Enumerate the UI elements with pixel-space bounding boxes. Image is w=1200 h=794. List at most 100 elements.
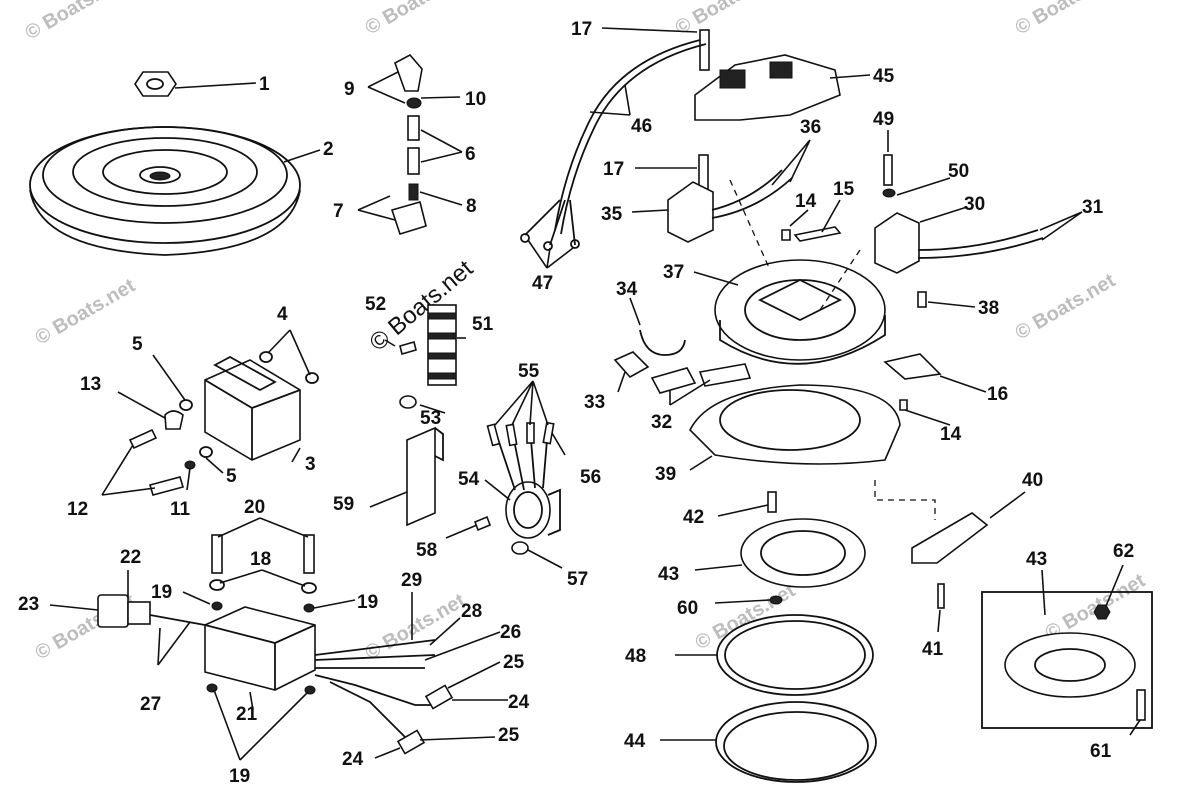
part-54-module (505, 481, 561, 539)
part-49-50-screw (882, 154, 896, 198)
label-8: 8 (466, 196, 477, 217)
label-33: 33 (584, 392, 605, 413)
part-53-screw (399, 395, 417, 409)
part-30-31-coil (874, 212, 1044, 274)
part-44-ring (715, 701, 877, 783)
watermarks: © Boats.net © Boats.net © Boats.net © Bo… (22, 0, 1150, 664)
label-61: 61 (1090, 741, 1112, 762)
label-54: 54 (458, 469, 480, 490)
part-60-washer (769, 595, 783, 605)
part-43-retainer (740, 518, 866, 588)
part-38-screw (917, 291, 927, 308)
label-13: 13 (80, 374, 101, 395)
label-15: 15 (833, 179, 855, 200)
part-57-screw (511, 541, 529, 555)
label-18: 18 (250, 549, 271, 570)
part-2-flywheel (29, 126, 301, 256)
label-26: 26 (500, 622, 521, 643)
part-40-magnet (911, 512, 989, 564)
part-16-bracket (883, 353, 942, 380)
part-11-lockwasher (184, 460, 196, 470)
label-32: 32 (651, 412, 672, 433)
part-20-screws (211, 534, 315, 574)
label-60: 60 (677, 598, 698, 619)
part-46-harness (524, 39, 707, 246)
part-47-terminals (520, 233, 580, 251)
label-38: 38 (978, 298, 999, 319)
label-17b: 17 (603, 159, 624, 180)
label-42: 42 (683, 507, 704, 528)
label-45: 45 (873, 66, 895, 87)
label-41: 41 (922, 639, 944, 660)
watermark-text: © Boats.net (1012, 269, 1120, 344)
label-24b: 24 (342, 749, 364, 770)
part-45-sensor (694, 54, 841, 121)
label-58: 58 (416, 540, 437, 561)
part-55-56-leads (486, 421, 555, 491)
part-58-screw (473, 515, 492, 532)
label-19c: 19 (229, 766, 250, 787)
label-14b: 14 (940, 424, 962, 445)
part-37-stator (714, 259, 886, 365)
label-12: 12 (67, 499, 88, 520)
part-4-caps (259, 351, 319, 384)
label-43b: 43 (1026, 549, 1047, 570)
part-7-terminal (390, 201, 427, 235)
label-9: 9 (344, 79, 355, 100)
part-1-nut (134, 71, 177, 97)
leader-lines (49, 27, 1141, 761)
label-10: 10 (465, 89, 486, 110)
watermark-text: © Boats.net (362, 0, 470, 39)
watermark-text: © Boats.net (1012, 0, 1120, 39)
part-9-boot (394, 53, 423, 92)
part-13-clamp (164, 410, 184, 430)
label-29: 29 (401, 570, 422, 591)
label-21: 21 (236, 704, 258, 725)
label-35: 35 (601, 204, 623, 225)
part-34-clip (639, 329, 686, 356)
part-39-plate (689, 384, 901, 465)
label-19: 19 (151, 582, 172, 603)
part-12-screws (128, 428, 185, 496)
label-50: 50 (948, 161, 969, 182)
part-10-washer (406, 97, 422, 109)
label-11: 11 (170, 499, 191, 520)
label-47: 47 (532, 273, 553, 294)
label-53: 53 (420, 408, 441, 429)
part-32-sleeves (650, 363, 752, 394)
label-16: 16 (987, 384, 1008, 405)
label-24: 24 (508, 692, 530, 713)
label-46: 46 (631, 116, 652, 137)
label-3: 3 (305, 454, 316, 475)
label-40: 40 (1022, 470, 1043, 491)
label-5: 5 (132, 334, 143, 355)
label-52: 52 (365, 294, 386, 315)
label-4: 4 (277, 304, 288, 325)
part-8-clip (408, 183, 419, 201)
part-18-19-washers (206, 579, 317, 695)
label-59: 59 (333, 494, 354, 515)
watermark-text: © Boats.net (672, 0, 780, 39)
part-42-screw (767, 491, 777, 513)
label-51: 51 (472, 314, 494, 335)
part-22-23-connector (97, 594, 206, 628)
label-25: 25 (503, 652, 525, 673)
label-55: 55 (518, 361, 540, 382)
watermark-text: © Boats.net (692, 579, 800, 654)
label-25b: 25 (498, 725, 520, 746)
label-62: 62 (1113, 541, 1134, 562)
label-48: 48 (625, 646, 646, 667)
label-34: 34 (616, 279, 638, 300)
label-5b: 5 (226, 466, 237, 487)
part-59-bracket (406, 426, 444, 527)
watermark-text: © Boats.net (22, 0, 130, 44)
label-22: 22 (120, 547, 141, 568)
label-28: 28 (461, 601, 482, 622)
part-48-gasket (716, 614, 874, 696)
part-15-plate (793, 226, 842, 242)
label-6: 6 (465, 144, 476, 165)
label-19b: 19 (357, 592, 378, 613)
label-17: 17 (571, 19, 592, 40)
label-56: 56 (580, 467, 601, 488)
